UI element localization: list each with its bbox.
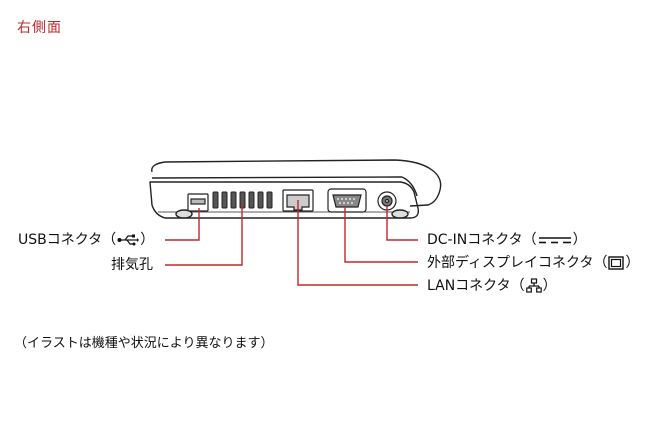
dc-in-jack [377,191,397,211]
usb-connector-label: USBコネクタ（ ） [18,232,155,248]
laptop-base [149,181,420,219]
leader-line-monitor [344,206,418,263]
vga-port [327,188,367,213]
leader-line-lan [297,200,418,286]
laptop-lid [151,159,442,207]
leader-line-usb [165,208,200,241]
external-display-connector-label: 外部ディスプレイコネクタ（ ） [427,255,640,271]
exhaust-vent-label: 排気孔 [111,257,153,273]
page-title: 右側面 [17,20,62,36]
rubber-foot [391,209,409,219]
lan-connector-label: LANコネクタ（ ） [427,278,557,294]
leader-line-dcin [386,206,418,241]
dc-power-icon [538,235,572,245]
usb-port [187,193,209,212]
leader-lines [165,200,418,286]
laptop-body [149,159,442,219]
leader-line-vent [165,204,243,266]
rubber-foot [175,209,193,219]
dc-in-connector-label: DC-INコネクタ（ ） [427,232,587,248]
network-icon [525,278,542,294]
illustration-note: （イラストは機種や状況により異なります） [14,336,274,351]
usb-icon [117,234,140,246]
exhaust-vent [212,191,273,209]
monitor-icon [608,256,625,270]
